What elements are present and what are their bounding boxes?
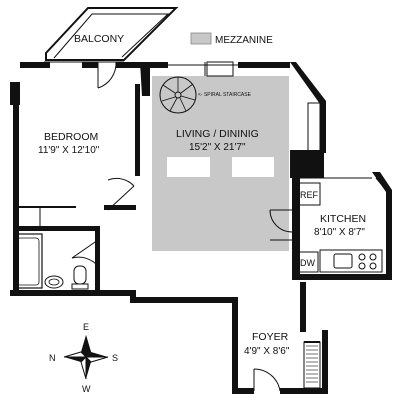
- legend-label: MEZZANINE: [215, 35, 273, 46]
- bathtub: [13, 233, 43, 289]
- compass-rose: E N S W: [49, 322, 118, 394]
- spiral-staircase: <- SPIRAL STAIRCASE: [159, 76, 252, 114]
- kitchen-label: KITCHEN: [320, 213, 366, 225]
- kitchen-dims: 8'10" X 8'7": [314, 227, 365, 238]
- foyer-dims: 4'9" X 8'6": [244, 346, 290, 357]
- refrigerator: [297, 182, 321, 206]
- legend: MEZZANINE: [190, 32, 273, 46]
- dishwasher: [297, 251, 319, 273]
- walls: [10, 62, 392, 394]
- spiral-staircase-label: <- SPIRAL STAIRCASE: [198, 92, 252, 98]
- compass-label-east: E: [83, 322, 89, 332]
- dishwasher-label: DW: [300, 258, 315, 268]
- kitchen: REF DW KITCHEN 8'10" X 8'7": [297, 182, 383, 273]
- refrigerator-label: REF: [300, 190, 319, 200]
- balcony-label: BALCONY: [74, 33, 124, 45]
- kitchen-sink: [333, 253, 353, 269]
- mezzanine-opening: [232, 157, 274, 177]
- foyer: FOYER 4'9" X 8'6": [244, 331, 321, 392]
- balcony: BALCONY: [44, 7, 179, 63]
- bedroom-dims: 11'9" X 12'10": [38, 145, 100, 156]
- sink: [44, 275, 64, 289]
- counter: [319, 249, 383, 273]
- mezzanine-opening: [167, 157, 210, 177]
- foyer-label: FOYER: [252, 331, 289, 343]
- foyer-closet: [303, 341, 321, 389]
- compass-label-south: S: [112, 353, 118, 363]
- living-dims: 15'2" X 21'7": [189, 142, 246, 153]
- bedroom: BEDROOM 11'9" X 12'10": [18, 61, 140, 290]
- toilet: [73, 265, 87, 285]
- compass-label-north: N: [49, 353, 56, 363]
- stove: [358, 253, 377, 270]
- living-label: LIVING / DININIG: [176, 128, 259, 140]
- bedroom-label: BEDROOM: [44, 131, 98, 143]
- legend-swatch: [190, 32, 212, 45]
- bathroom: [13, 233, 99, 290]
- compass-label-west: W: [82, 384, 91, 394]
- living-dining: LIVING / DININIG 15'2" X 21'7": [176, 128, 293, 241]
